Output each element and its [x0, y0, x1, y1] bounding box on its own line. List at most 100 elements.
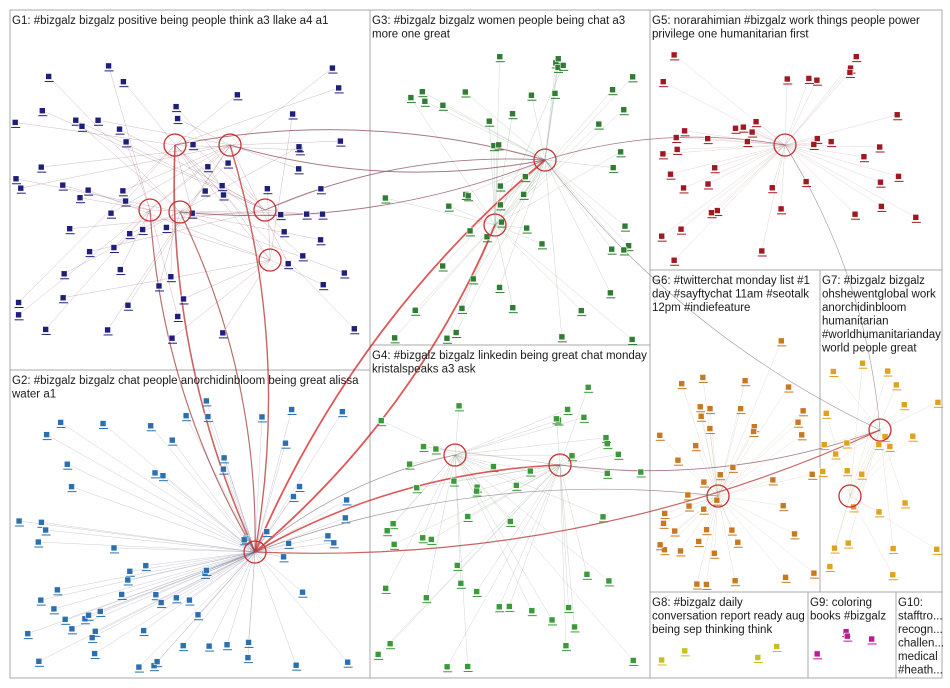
node[interactable] [495, 53, 505, 63]
node[interactable] [757, 247, 767, 257]
node[interactable] [34, 538, 44, 548]
node[interactable] [670, 527, 680, 537]
node[interactable] [485, 117, 495, 127]
hub-node[interactable] [443, 443, 467, 467]
node[interactable] [616, 148, 626, 158]
node[interactable] [49, 605, 59, 615]
node[interactable] [280, 228, 290, 238]
node[interactable] [594, 120, 604, 130]
node[interactable] [218, 329, 228, 339]
node[interactable] [659, 78, 669, 88]
node[interactable] [550, 90, 560, 99]
node[interactable] [772, 643, 782, 652]
node[interactable] [123, 301, 133, 311]
node[interactable] [508, 110, 518, 120]
node[interactable] [743, 138, 753, 148]
node[interactable] [243, 654, 253, 664]
node[interactable] [656, 541, 666, 551]
node[interactable] [109, 244, 119, 254]
node[interactable] [168, 436, 178, 446]
node[interactable] [103, 326, 113, 336]
node[interactable] [219, 465, 229, 475]
node[interactable] [619, 106, 629, 116]
node[interactable] [118, 187, 128, 197]
node[interactable] [334, 84, 344, 94]
node[interactable] [453, 562, 463, 571]
node[interactable] [472, 588, 482, 598]
node[interactable] [67, 625, 77, 635]
node[interactable] [75, 194, 85, 204]
node[interactable] [603, 470, 613, 479]
node[interactable] [877, 203, 887, 212]
node[interactable] [749, 428, 759, 437]
node[interactable] [284, 260, 294, 270]
node[interactable] [908, 432, 918, 442]
node[interactable] [202, 397, 212, 407]
node[interactable] [598, 513, 608, 523]
node[interactable] [119, 78, 129, 88]
node[interactable] [431, 445, 441, 455]
node[interactable] [557, 333, 567, 343]
node[interactable] [420, 97, 430, 107]
node[interactable] [584, 384, 594, 393]
node[interactable] [712, 496, 722, 506]
node[interactable] [381, 194, 391, 204]
node[interactable] [604, 577, 614, 587]
node[interactable] [289, 493, 299, 503]
node[interactable] [768, 184, 778, 194]
node[interactable] [876, 178, 886, 188]
node[interactable] [418, 534, 428, 544]
node[interactable] [36, 596, 46, 606]
node[interactable] [419, 443, 429, 453]
node[interactable] [61, 616, 71, 625]
node[interactable] [820, 441, 830, 451]
node[interactable] [11, 119, 21, 128]
node[interactable] [519, 191, 529, 200]
node[interactable] [691, 442, 701, 452]
node[interactable] [482, 233, 492, 243]
node[interactable] [672, 134, 682, 144]
node[interactable] [41, 326, 51, 335]
node[interactable] [162, 224, 172, 233]
node[interactable] [336, 137, 346, 147]
node[interactable] [65, 225, 75, 235]
hub-node[interactable] [163, 133, 187, 157]
node[interactable] [37, 519, 47, 528]
node[interactable] [783, 75, 793, 85]
node[interactable] [779, 502, 789, 512]
node[interactable] [527, 607, 537, 617]
node[interactable] [505, 603, 515, 612]
node[interactable] [84, 186, 94, 196]
node[interactable] [666, 170, 676, 180]
node[interactable] [874, 441, 884, 451]
node[interactable] [220, 454, 230, 464]
node[interactable] [857, 470, 867, 480]
node[interactable] [138, 226, 148, 236]
node[interactable] [748, 128, 758, 138]
node[interactable] [185, 596, 195, 606]
node[interactable] [469, 275, 479, 285]
node[interactable] [193, 611, 203, 621]
node[interactable] [298, 588, 308, 598]
hub-node[interactable] [168, 200, 192, 224]
node[interactable] [845, 69, 855, 78]
node[interactable] [932, 546, 942, 555]
node[interactable] [466, 227, 476, 237]
node[interactable] [422, 594, 432, 604]
node[interactable] [609, 164, 619, 174]
node[interactable] [809, 569, 819, 579]
node[interactable] [386, 640, 396, 650]
node[interactable] [859, 153, 869, 163]
node[interactable] [694, 538, 704, 547]
node[interactable] [727, 526, 737, 536]
node[interactable] [526, 467, 536, 477]
node[interactable] [42, 431, 52, 441]
node[interactable] [390, 541, 400, 550]
node[interactable] [173, 115, 183, 125]
node[interactable] [107, 209, 117, 219]
node[interactable] [406, 94, 416, 104]
node[interactable] [716, 471, 726, 481]
node[interactable] [442, 334, 452, 344]
node[interactable] [781, 574, 791, 583]
node[interactable] [182, 412, 192, 422]
